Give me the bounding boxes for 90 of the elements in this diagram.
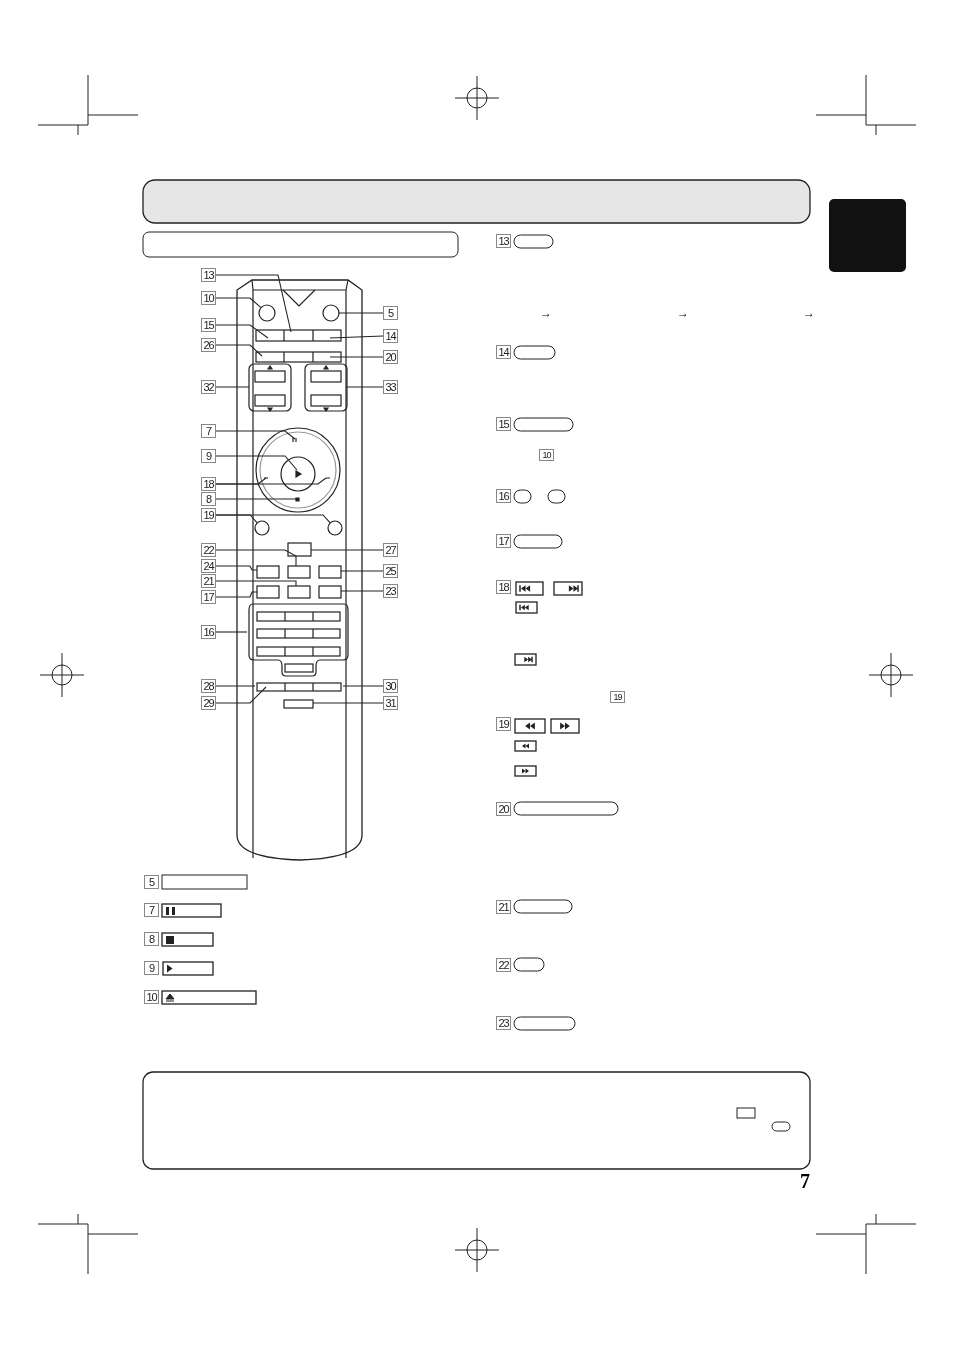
callout-number: 27: [383, 543, 398, 557]
callout-number: 10: [201, 291, 216, 305]
remote-button: [318, 565, 342, 579]
leader-line: [215, 498, 298, 500]
leader-line: [215, 514, 331, 524]
callout-number: 21: [496, 900, 511, 914]
callout-number: 33: [383, 380, 398, 394]
leader-line: [340, 590, 384, 592]
callout-number: 7: [144, 903, 159, 917]
callout-number: 24: [201, 559, 216, 573]
leader-line: [215, 565, 258, 571]
round-button: [258, 304, 276, 322]
callout-number: 25: [383, 564, 398, 578]
arrow-symbol: →: [677, 306, 689, 320]
leader-line: [215, 685, 256, 687]
callout-number: 14: [496, 345, 511, 359]
callout-number: 20: [383, 350, 398, 364]
section-heading-bar: [142, 231, 459, 258]
callout-number: 18: [201, 477, 216, 491]
round-button: [327, 520, 343, 536]
callout-number: 20: [496, 802, 511, 816]
callout-number: 13: [201, 268, 216, 282]
callout-number: 14: [383, 329, 398, 343]
leader-line: [215, 344, 263, 357]
callout-number: 9: [144, 961, 159, 975]
callout-number: 31: [383, 696, 398, 710]
callout-number: 32: [201, 380, 216, 394]
callout-number: 26: [201, 338, 216, 352]
leader-line: [215, 324, 269, 339]
leader-line: [340, 570, 384, 572]
callout-number: 22: [201, 543, 216, 557]
leader-line: [329, 356, 384, 358]
callout-number: 15: [496, 417, 511, 431]
remote-button: [318, 585, 342, 599]
callout-number: 21: [201, 574, 216, 588]
callout-number: 19: [496, 717, 511, 731]
remote-button: [287, 585, 311, 599]
callout-number: 15: [201, 318, 216, 332]
leader-line: [345, 386, 384, 388]
callout-number: 10: [144, 990, 159, 1004]
callout-number: 22: [496, 958, 511, 972]
callout-number: 30: [383, 679, 398, 693]
callout-number: 23: [383, 584, 398, 598]
callout-number: 28: [201, 679, 216, 693]
arrow-symbol: →: [540, 306, 552, 320]
leader-line: [310, 549, 384, 551]
leader-line: [215, 580, 297, 587]
callout-number: 16: [496, 489, 511, 503]
arrow-symbol: →: [803, 306, 815, 320]
callout-number: 7: [201, 424, 216, 438]
callout-number: 5: [144, 875, 159, 889]
callout-number: 17: [496, 534, 511, 548]
round-button: [254, 520, 270, 536]
note-box: [142, 1071, 811, 1170]
remote-button: [287, 565, 311, 579]
callout-number: 18: [496, 580, 511, 594]
leader-line: [312, 702, 384, 704]
callout-number: 8: [201, 492, 216, 506]
page-number: 7: [800, 1170, 810, 1193]
leader-line: [329, 335, 384, 339]
callout-number: 29: [201, 696, 216, 710]
leader-line: [338, 312, 384, 314]
leader-line: [215, 430, 296, 440]
callout-number: 5: [383, 306, 398, 320]
leader-line: [215, 591, 258, 598]
callout-number: 9: [201, 449, 216, 463]
callout-number: 19: [610, 691, 625, 703]
callout-number: 23: [496, 1016, 511, 1030]
callout-number: 19: [201, 508, 216, 522]
callout-number: 10: [539, 449, 554, 461]
remote-button: [256, 585, 280, 599]
leader-line: [215, 386, 250, 388]
leader-line: [215, 631, 248, 633]
remote-button: [283, 699, 314, 709]
leader-line: [215, 455, 298, 471]
remote-button: [287, 542, 312, 557]
callout-number: 13: [496, 234, 511, 248]
callout-number: 17: [201, 590, 216, 604]
leader-line: [215, 549, 297, 567]
callout-number: 16: [201, 625, 216, 639]
round-button: [322, 304, 340, 322]
header-bar: [142, 179, 811, 224]
remote-button: [256, 565, 280, 579]
leader-line: [342, 685, 384, 687]
leader-line: [215, 686, 267, 704]
callout-number: 8: [144, 932, 159, 946]
leader-line: [215, 297, 262, 309]
leader-line: [215, 274, 292, 333]
leader-line: [215, 477, 327, 485]
language-tab: [829, 199, 906, 272]
